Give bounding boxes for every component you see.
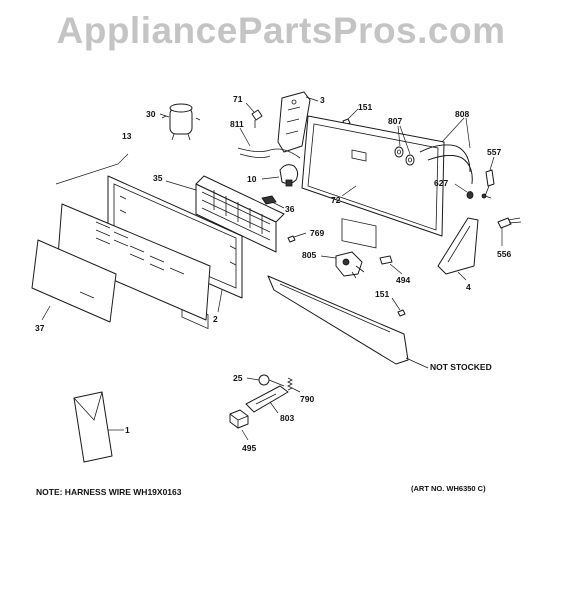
label-494: 494 [396,275,410,285]
part-805-valve[interactable] [335,251,365,279]
harness-note: NOTE: HARNESS WIRE WH19X0163 [36,487,182,497]
part-803-lever[interactable] [245,385,289,413]
part-790-spring[interactable] [287,377,293,391]
label-3: 3 [320,95,325,105]
part-494-clip[interactable] [379,255,393,265]
leader-495 [241,429,249,441]
label-151-lower: 151 [375,289,389,299]
label-769: 769 [310,228,324,238]
part-1-literature[interactable] [73,391,113,463]
leader-769 [293,232,307,238]
leader-not-stocked [405,357,429,369]
leader-35 [165,180,197,191]
leader-811 [239,127,251,147]
art-number-note: (ART NO. WH6350 C) [411,484,486,493]
label-30: 30 [146,109,156,119]
label-803: 803 [280,413,294,423]
label-not-stocked: NOT STOCKED [430,362,492,372]
part-556-sensor[interactable] [497,217,522,229]
part-37-overlay[interactable] [31,239,117,323]
leader-494 [389,263,403,275]
leader-627 [454,183,468,193]
part-495-block[interactable] [229,409,249,429]
part-25-knob[interactable] [258,374,285,387]
label-811: 811 [230,119,244,129]
part-10-switch[interactable] [279,164,299,187]
leader-72 [341,185,357,197]
label-35: 35 [153,173,163,183]
leader-808b [465,117,471,149]
label-2: 2 [213,314,218,324]
leader-71 [245,102,255,113]
label-71: 71 [233,94,243,104]
leader-805 [320,255,337,259]
part-13-control-panel[interactable] [57,203,211,321]
label-495: 495 [242,443,256,453]
leader-37 [41,305,51,321]
part-808-hoses[interactable] [419,144,473,185]
watermark-text: AppliancePartsPros.com [56,10,506,51]
label-805: 805 [302,250,316,260]
part-35-control-board[interactable] [195,175,285,253]
label-627: 627 [434,178,448,188]
leader-151-lower [391,297,401,311]
part-811-harness[interactable] [237,147,301,159]
leader-557 [489,156,495,171]
leader-25 [246,377,260,381]
leader-2 [217,289,223,313]
leader-808a [441,117,465,143]
label-1: 1 [125,425,130,435]
part-557-thermistor[interactable] [481,169,495,199]
part-3-bracket[interactable] [277,91,311,153]
label-790: 790 [300,394,314,404]
leader-807a [397,125,401,147]
label-10: 10 [247,174,257,184]
part-not-stocked-rail[interactable] [267,275,409,365]
part-30-filter[interactable] [161,103,201,141]
label-4: 4 [466,282,471,292]
label-808: 808 [455,109,469,119]
leader-10 [261,176,280,180]
label-13: 13 [122,131,132,141]
label-557: 557 [487,147,501,157]
leader-151-upper [347,108,359,120]
part-151-screw-lower[interactable] [397,309,406,317]
part-769-screw[interactable] [287,235,296,243]
label-151-upper: 151 [358,102,372,112]
part-71-screw[interactable] [251,109,263,128]
part-4-support-bracket[interactable] [437,217,479,275]
label-556: 556 [497,249,511,259]
leader-3 [305,96,319,102]
leader-13 [55,153,129,185]
label-25: 25 [233,373,243,383]
leader-790 [291,387,301,393]
label-37: 37 [35,323,45,333]
label-72: 72 [331,195,341,205]
label-36: 36 [285,204,295,214]
leader-30 [159,113,170,118]
leader-36 [271,201,285,209]
label-807: 807 [388,116,402,126]
leader-803 [269,401,279,414]
leader-4 [457,271,467,281]
part-807-grommets[interactable] [394,146,415,166]
part-627-grommet[interactable] [466,191,474,199]
leader-807b [399,125,411,155]
